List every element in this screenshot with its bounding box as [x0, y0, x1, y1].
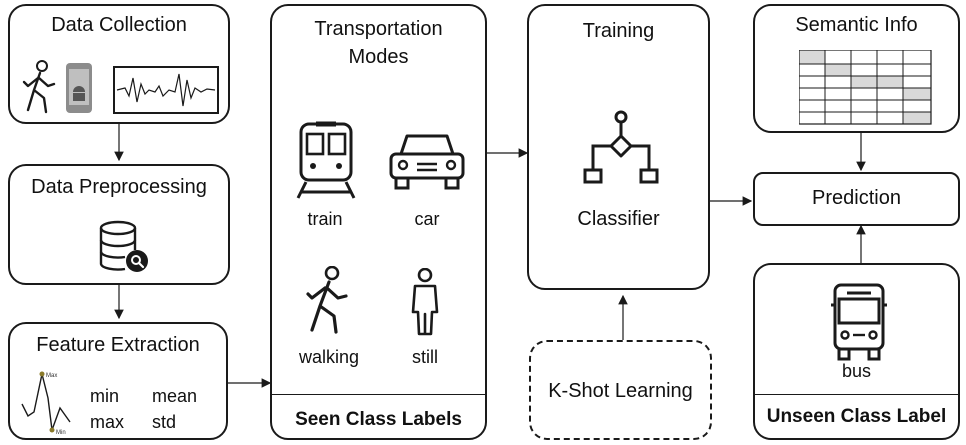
data-collection-title: Data Collection — [51, 14, 187, 36]
walking-person-icon — [22, 60, 56, 114]
mode-train-label: train — [307, 209, 343, 229]
seen-class-divider — [272, 394, 485, 395]
smartphone-android-icon — [66, 63, 92, 113]
data-collection-box: Data Collection — [8, 4, 230, 124]
seen-class-labels-footer: Seen Class Labels — [295, 409, 462, 430]
training-box: Training Classifier — [527, 4, 710, 290]
prediction-box: Prediction — [753, 172, 960, 226]
training-title: Training — [582, 20, 655, 42]
transportation-modes-title-line1: Transportation — [314, 18, 443, 40]
semantic-table-icon — [799, 50, 932, 125]
feature-extraction-box: Feature Extraction Max Min min mean max … — [8, 322, 228, 440]
walking-icon — [306, 266, 348, 334]
unseen-mode-bus-label: bus — [841, 361, 872, 381]
data-preprocessing-title: Data Preprocessing — [31, 176, 207, 198]
mode-still-label: still — [412, 347, 438, 367]
k-shot-learning-label: K-Shot Learning — [548, 380, 693, 402]
feature-max: max — [90, 412, 125, 432]
train-icon — [296, 121, 356, 199]
transportation-modes-title-line2: Modes — [348, 46, 409, 68]
feature-min: min — [90, 386, 120, 406]
data-preprocessing-box: Data Preprocessing — [8, 164, 230, 285]
k-shot-learning-box: K-Shot Learning — [529, 340, 712, 440]
car-icon — [389, 134, 465, 190]
classifier-label: Classifier — [577, 208, 660, 230]
plot-max-marker: Max — [46, 373, 57, 379]
semantic-info-title: Semantic Info — [795, 14, 918, 36]
prediction-label: Prediction — [812, 187, 901, 209]
feature-plot-icon: Max Min — [21, 371, 71, 436]
feature-extraction-title: Feature Extraction — [36, 334, 200, 356]
mode-car-label: car — [414, 209, 440, 229]
mode-walking-label: walking — [298, 347, 360, 367]
unseen-class-divider — [755, 394, 958, 395]
database-search-icon — [99, 220, 148, 272]
classifier-tree-icon — [583, 110, 659, 184]
semantic-info-box: Semantic Info — [753, 4, 960, 133]
transportation-modes-box: Transportation Modes train car walking s… — [270, 4, 487, 440]
bus-icon — [831, 283, 887, 361]
plot-min-marker: Min — [56, 430, 66, 436]
standing-person-icon — [411, 268, 439, 336]
feature-std: std — [152, 412, 177, 432]
unseen-class-label-footer: Unseen Class Label — [766, 406, 947, 427]
unseen-class-box: bus Unseen Class Label — [753, 263, 960, 440]
sensor-signal-icon — [113, 66, 219, 114]
feature-mean: mean — [152, 386, 198, 406]
